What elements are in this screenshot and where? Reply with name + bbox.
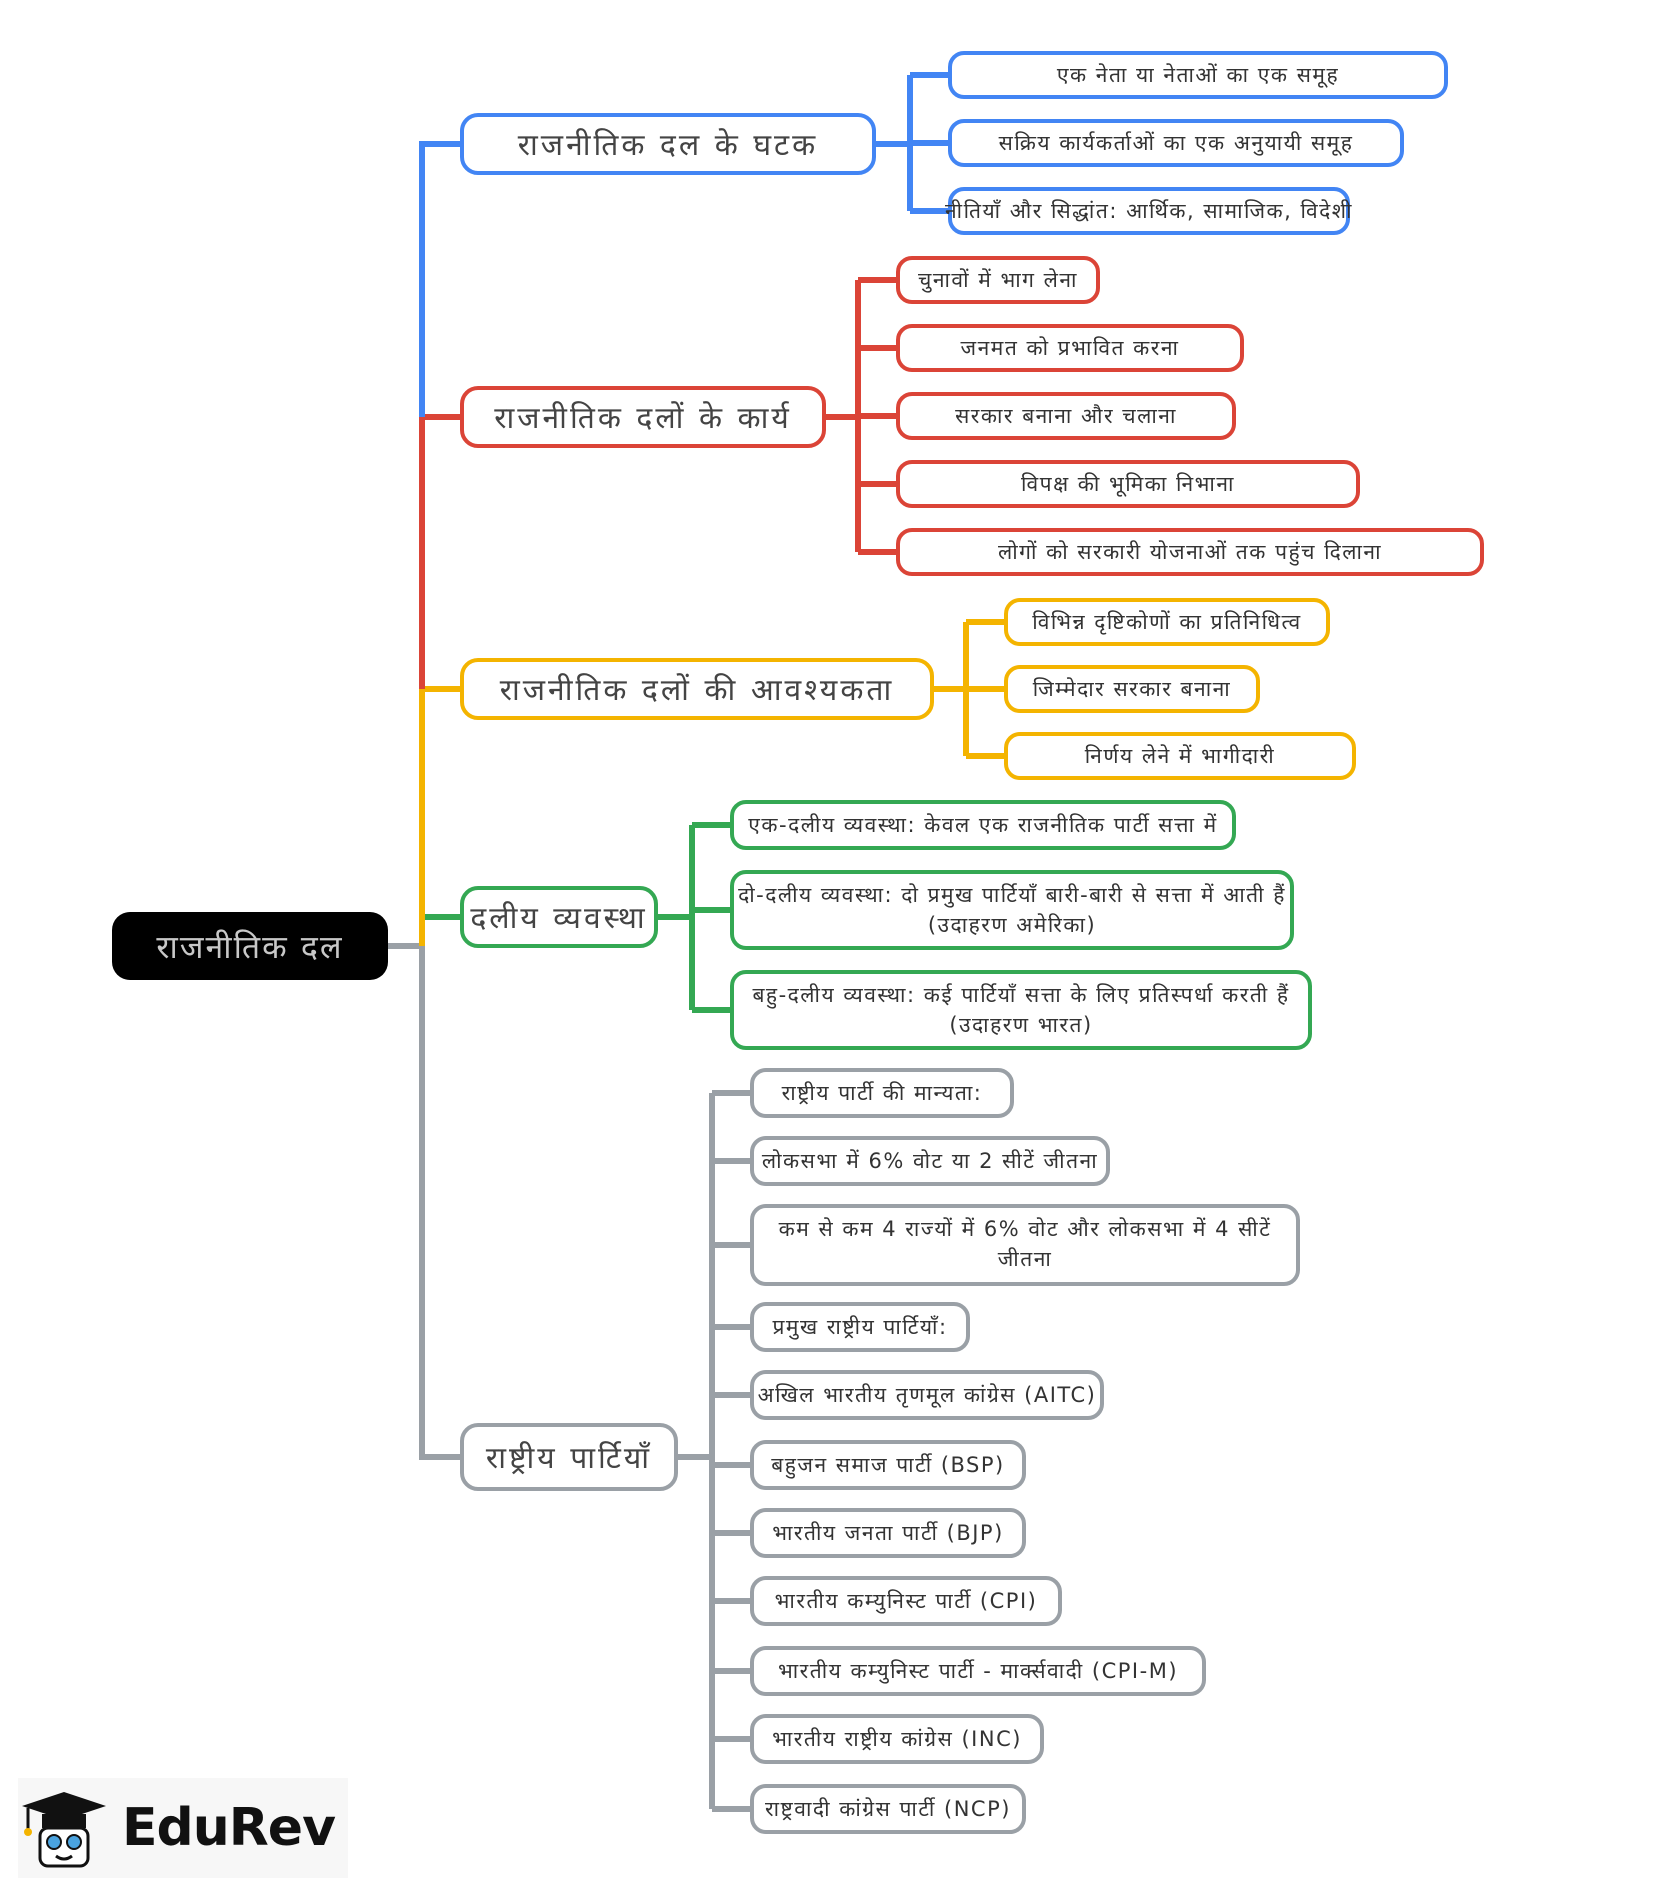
leaf-need-2[interactable]: जिम्मेदार सरकार बनाना [1004, 665, 1260, 713]
branch-need[interactable]: राजनीतिक दलों की आवश्यकता [460, 658, 934, 720]
svg-text:भारतीय कम्युनिस्ट पार्टी - मार: भारतीय कम्युनिस्ट पार्टी - मार्क्सवादी (… [778, 1659, 1178, 1684]
leaf-national-2[interactable]: लोकसभा में 6% वोट या 2 सीटें जीतना [750, 1136, 1110, 1186]
graduation-cap-icon [22, 1792, 106, 1868]
leaf-components-2[interactable]: सक्रिय कार्यकर्ताओं का एक अनुयायी समूह [948, 119, 1404, 167]
svg-text:चुनावों में भाग लेना: चुनावों में भाग लेना [918, 268, 1078, 293]
svg-text:राजनीतिक दलों की आवश्यकता: राजनीतिक दलों की आवश्यकता [500, 673, 895, 708]
leaf-national-8[interactable]: भारतीय कम्युनिस्ट पार्टी (CPI) [750, 1576, 1062, 1626]
svg-text:जनमत को प्रभावित करना: जनमत को प्रभावित करना [961, 336, 1180, 360]
leaf-party-system-1[interactable]: एक-दलीय व्यवस्था: केवल एक राजनीतिक पार्ट… [730, 800, 1236, 850]
svg-text:लोगों को सरकारी योजनाओं तक पहु: लोगों को सरकारी योजनाओं तक पहुंच दिलाना [998, 540, 1382, 566]
leaf-components-3[interactable]: नीतियाँ और सिद्धांत: आर्थिक, सामाजिक, वि… [945, 187, 1353, 235]
leaf-national-5[interactable]: अखिल भारतीय तृणमूल कांग्रेस (AITC) [750, 1370, 1104, 1420]
root-label: राजनीतिक दल [156, 928, 343, 966]
svg-text:लोकसभा में 6% वोट या 2 सीटें ज: लोकसभा में 6% वोट या 2 सीटें जीतना [762, 1149, 1098, 1173]
leaf-functions-4[interactable]: विपक्ष की भूमिका निभाना [896, 460, 1360, 508]
leaf-components-1[interactable]: एक नेता या नेताओं का एक समूह [948, 51, 1448, 99]
leaf-party-system-2[interactable]: दो-दलीय व्यवस्था: दो प्रमुख पार्टियाँ बा… [730, 870, 1294, 950]
leaf-functions-2[interactable]: जनमत को प्रभावित करना [896, 324, 1244, 372]
svg-text:भारतीय राष्ट्रीय कांग्रेस (INC: भारतीय राष्ट्रीय कांग्रेस (INC) [772, 1727, 1022, 1751]
svg-text:एक-दलीय व्यवस्था: केवल एक राजन: एक-दलीय व्यवस्था: केवल एक राजनीतिक पार्ट… [748, 813, 1217, 837]
svg-text:अखिल भारतीय तृणमूल कांग्रेस (A: अखिल भारतीय तृणमूल कांग्रेस (AITC) [758, 1383, 1097, 1408]
leaf-national-9[interactable]: भारतीय कम्युनिस्ट पार्टी - मार्क्सवादी (… [750, 1646, 1206, 1696]
leaf-national-6[interactable]: बहुजन समाज पार्टी (BSP) [750, 1440, 1026, 1490]
leaf-national-4[interactable]: प्रमुख राष्ट्रीय पार्टियाँ: [750, 1302, 970, 1352]
svg-text:भारतीय कम्युनिस्ट पार्टी (CPI): भारतीय कम्युनिस्ट पार्टी (CPI) [775, 1589, 1038, 1614]
svg-text:राष्ट्रीय पार्टियाँ: राष्ट्रीय पार्टियाँ [486, 1441, 652, 1476]
leaf-functions-5[interactable]: लोगों को सरकारी योजनाओं तक पहुंच दिलाना [896, 528, 1484, 576]
leaf-national-3[interactable]: कम से कम 4 राज्यों में 6% वोट और लोकसभा … [750, 1204, 1300, 1286]
leaf-party-system-3-text: बहु-दलीय व्यवस्था: कई पार्टियाँ सत्ता के… [752, 983, 1289, 1037]
svg-text:विपक्ष की भूमिका निभाना: विपक्ष की भूमिका निभाना [1021, 472, 1235, 497]
svg-text:सरकार बनाना और चलाना: सरकार बनाना और चलाना [955, 404, 1177, 428]
leaf-need-1[interactable]: विभिन्न दृष्टिकोणों का प्रतिनिधित्व [1004, 598, 1330, 646]
leaf-functions-1[interactable]: चुनावों में भाग लेना [896, 256, 1100, 304]
svg-text:नीतियाँ और सिद्धांत: आर्थिक, स: नीतियाँ और सिद्धांत: आर्थिक, सामाजिक, वि… [945, 199, 1353, 223]
leaf-party-system-3[interactable]: बहु-दलीय व्यवस्था: कई पार्टियाँ सत्ता के… [730, 970, 1312, 1050]
svg-text:राष्ट्रवादी कांग्रेस पार्टी (N: राष्ट्रवादी कांग्रेस पार्टी (NCP) [765, 1797, 1011, 1821]
branch-national-parties[interactable]: राष्ट्रीय पार्टियाँ [460, 1423, 678, 1491]
root-node[interactable]: राजनीतिक दल [112, 912, 388, 980]
branch-party-system[interactable]: दलीय व्यवस्था [460, 886, 658, 948]
edurev-logo[interactable]: EduRev [18, 1778, 348, 1878]
connectors [388, 72, 1006, 1812]
svg-text:राष्ट्रीय पार्टी की मान्यता:: राष्ट्रीय पार्टी की मान्यता: [782, 1081, 983, 1105]
branch-components[interactable]: राजनीतिक दल के घटक [460, 113, 876, 175]
leaf-party-system-2-text: दो-दलीय व्यवस्था: दो प्रमुख पार्टियाँ बा… [738, 883, 1286, 937]
leaf-functions-3[interactable]: सरकार बनाना और चलाना [896, 392, 1236, 440]
svg-text:कम से कम 4 राज्यों में 6% वोट: कम से कम 4 राज्यों में 6% वोट और लोकसभा … [779, 1217, 1272, 1271]
branch-functions[interactable]: राजनीतिक दलों के कार्य [460, 386, 826, 448]
svg-text:राजनीतिक दलों के कार्य: राजनीतिक दलों के कार्य [494, 401, 792, 436]
svg-text:जिम्मेदार सरकार बनाना: जिम्मेदार सरकार बनाना [1033, 677, 1232, 701]
leaf-national-1[interactable]: राष्ट्रीय पार्टी की मान्यता: [750, 1068, 1014, 1118]
svg-text:भारतीय जनता पार्टी (BJP): भारतीय जनता पार्टी (BJP) [772, 1521, 1004, 1545]
leaf-national-10[interactable]: भारतीय राष्ट्रीय कांग्रेस (INC) [750, 1714, 1044, 1764]
svg-text:निर्णय लेने में भागीदारी: निर्णय लेने में भागीदारी [1085, 744, 1276, 768]
svg-text:विभिन्न दृष्टिकोणों का प्रतिनि: विभिन्न दृष्टिकोणों का प्रतिनिधित्व [1032, 610, 1301, 635]
svg-text:प्रमुख राष्ट्रीय पार्टियाँ:: प्रमुख राष्ट्रीय पार्टियाँ: [772, 1315, 947, 1340]
leaf-national-7[interactable]: भारतीय जनता पार्टी (BJP) [750, 1508, 1026, 1558]
leaf-national-11[interactable]: राष्ट्रवादी कांग्रेस पार्टी (NCP) [750, 1784, 1026, 1834]
leaf-need-3[interactable]: निर्णय लेने में भागीदारी [1004, 732, 1356, 780]
svg-text:बहुजन समाज पार्टी (BSP): बहुजन समाज पार्टी (BSP) [771, 1453, 1005, 1479]
branch-components-label: राजनीतिक दल के घटक [518, 128, 818, 163]
national-parties-leaves: राष्ट्रीय पार्टी की मान्यता: लोकसभा में 6… [750, 1068, 1300, 1834]
svg-text:सक्रिय कार्यकर्ताओं का एक अनुय: सक्रिय कार्यकर्ताओं का एक अनुयायी समूह [999, 131, 1354, 156]
svg-text:एक नेता या नेताओं का एक समूह: एक नेता या नेताओं का एक समूह [1057, 63, 1339, 88]
brand-name: EduRev [122, 1798, 336, 1858]
svg-text:दलीय व्यवस्था: दलीय व्यवस्था [470, 901, 647, 936]
